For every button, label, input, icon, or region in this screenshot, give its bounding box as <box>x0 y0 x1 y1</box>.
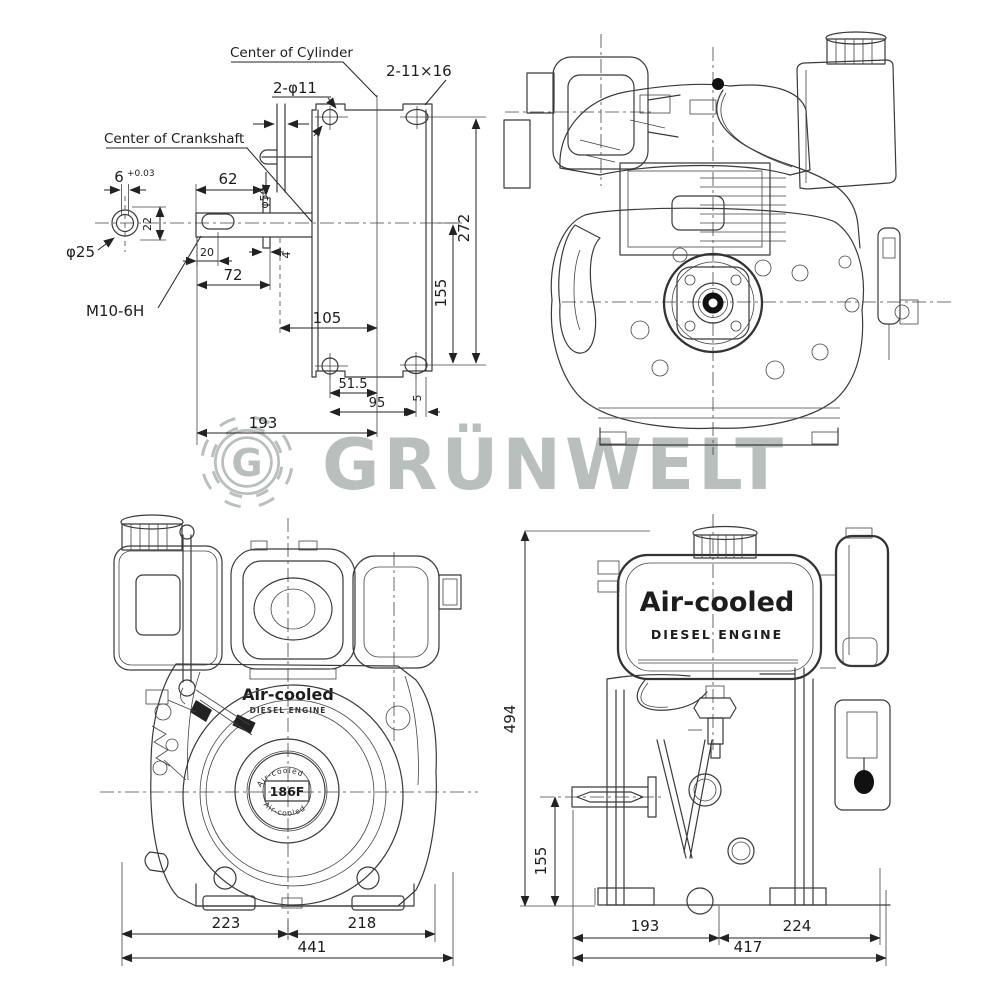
flywheel-arc-bottom-label: Air-cooled <box>262 800 306 818</box>
dim-417: 417 <box>734 938 763 956</box>
tank-label-diesel-engine: DIESEL ENGINE <box>651 627 783 642</box>
muffler <box>352 555 462 669</box>
dim-key-width: 6 <box>114 168 124 186</box>
fuel-tank <box>113 514 223 671</box>
watermark-brand: GRÜNWELT <box>322 424 787 506</box>
watermark-gear-letter: G <box>231 441 262 485</box>
label-center-of-cylinder: Center of Cylinder <box>230 45 353 61</box>
dipstick-rod <box>178 524 196 705</box>
view-top-right-engine-front <box>503 31 952 455</box>
dim-20: 20 <box>200 246 214 259</box>
label-center-of-crankshaft: Center of Crankshaft <box>104 131 244 147</box>
mounting-feet <box>594 887 827 906</box>
dim-218: 218 <box>348 914 377 932</box>
label-boss-diameter: φ50 <box>258 187 271 208</box>
label-round-holes: 2-φ11 <box>273 79 317 97</box>
crankcase <box>503 119 910 429</box>
dim-223: 223 <box>212 914 241 932</box>
shroud-label-air-cooled: Air-cooled <box>242 685 334 704</box>
pto-shaft <box>571 776 657 818</box>
cylinder-fins <box>619 162 786 256</box>
dim-105: 105 <box>313 309 342 327</box>
left-accessories <box>144 689 256 873</box>
svg-text:Air-cooled: Air-cooled <box>262 800 307 818</box>
label-thread: M10-6H <box>86 302 144 320</box>
dim-5: 5 <box>411 395 424 402</box>
dim-62: 62 <box>218 170 237 188</box>
view-bottom-left-flywheel-side: Air-cooled DIESEL ENGINE 186F Air-cooled… <box>100 514 478 966</box>
shroud-label-diesel-engine: DIESEL ENGINE <box>250 706 327 715</box>
dim-key-width-tolerance: +0.03 <box>127 169 155 179</box>
dim-193-br: 193 <box>631 917 660 935</box>
watermark: G GRÜNWELT <box>200 415 787 509</box>
fuel-tank: Air-cooled DIESEL ENGINE <box>597 525 823 681</box>
dim-193: 193 <box>249 414 278 432</box>
label-shaft-diameter: φ25 <box>66 243 95 261</box>
dim-224: 224 <box>783 917 812 935</box>
view-top-left-mounting-dimensions: Center of Cylinder 2-11×16 2-φ11 Center … <box>66 45 486 445</box>
flywheel-model-label: 186F <box>270 784 305 799</box>
dim-441: 441 <box>298 938 327 956</box>
engine-base <box>598 407 840 446</box>
air-cleaner <box>230 540 356 680</box>
tank-label-air-cooled: Air-cooled <box>640 587 795 618</box>
dim-272: 272 <box>455 214 473 243</box>
view-bottom-right-pto-side: Air-cooled DIESEL ENGINE <box>501 514 891 966</box>
dim-155-shaft-height: 155 <box>532 847 550 876</box>
mounting-feet <box>195 705 415 911</box>
engine-body <box>606 667 891 915</box>
label-slot-holes: 2-11×16 <box>386 62 452 80</box>
dim-155: 155 <box>432 279 450 308</box>
flywheel-pto <box>662 252 764 354</box>
dim-95: 95 <box>369 396 386 411</box>
recoil-starter <box>877 227 919 360</box>
dim-4: 4 <box>280 252 293 259</box>
dim-72: 72 <box>223 266 242 284</box>
cylinder-head <box>559 78 811 176</box>
fuel-line <box>716 89 861 249</box>
dim-22: 22 <box>141 217 154 231</box>
dim-494: 494 <box>501 705 519 734</box>
fuel-tank <box>796 31 897 190</box>
muffler <box>820 527 890 669</box>
dim-51-5: 51.5 <box>339 377 368 392</box>
recoil-starter <box>834 699 891 811</box>
